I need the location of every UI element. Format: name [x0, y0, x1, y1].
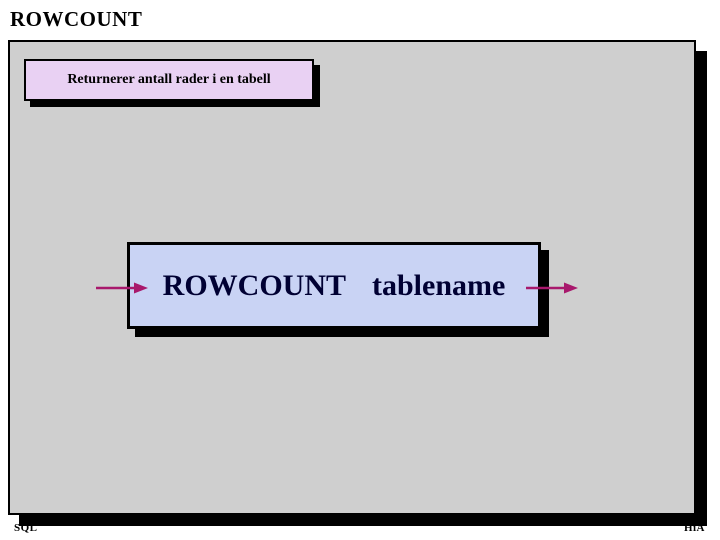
description-box: Returnerer antall rader i en tabell [24, 59, 314, 101]
syntax-keyword: ROWCOUNT [162, 268, 346, 302]
syntax-box: ROWCOUNT tablename [127, 242, 541, 329]
footer-course-label: SQL [14, 522, 38, 534]
input-arrow-icon [96, 282, 148, 294]
footer-institution-label: HiA [683, 522, 705, 534]
output-arrow-icon [526, 282, 578, 294]
description-text: Returnerer antall rader i en tabell [67, 72, 271, 87]
slide-area: Returnerer antall rader i en tabell ROWC… [8, 40, 696, 515]
syntax-argument: tablename [372, 268, 506, 302]
page-title: ROWCOUNT [10, 7, 143, 31]
